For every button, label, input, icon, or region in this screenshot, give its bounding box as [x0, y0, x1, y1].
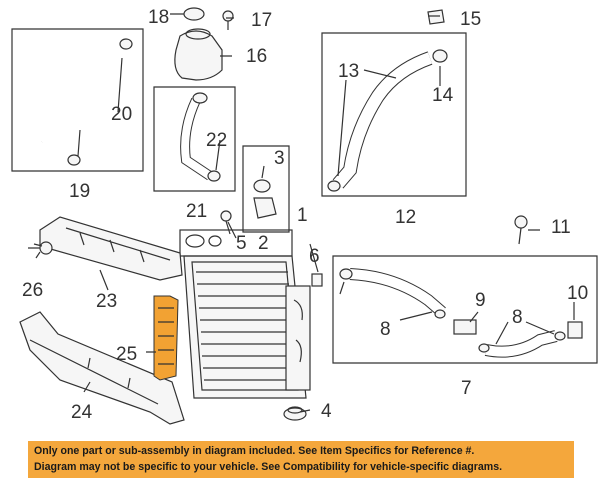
frame-group-7: [332, 255, 598, 364]
callout-23: 23: [96, 291, 117, 312]
lower-air-guide: [19, 311, 185, 425]
callout-1: 1: [297, 205, 308, 226]
callout-7: 7: [461, 378, 472, 399]
callout-24: 24: [71, 402, 93, 423]
callout-11: 11: [551, 217, 571, 238]
callout-14: 14: [432, 85, 454, 106]
bolt-11: [514, 215, 528, 245]
bolt-5: [220, 210, 232, 235]
callout-5: 5: [236, 233, 247, 254]
disclaimer-banner: Only one part or sub-assembly in diagram…: [28, 441, 574, 478]
callout-25: 25: [116, 344, 137, 365]
drain-plug-assembly: [253, 179, 277, 219]
callout-12: 12: [395, 207, 416, 228]
callout-13: 13: [338, 61, 359, 82]
callout-26: 26: [22, 280, 43, 301]
upper-air-guide: [39, 216, 183, 281]
callout-4: 4: [321, 401, 332, 422]
screw-17: [222, 10, 234, 30]
callout-8b: 8: [512, 307, 523, 328]
callout-17: 17: [251, 10, 272, 31]
radiator: [179, 229, 311, 399]
callout-20: 20: [111, 104, 132, 125]
part-6: [311, 273, 323, 287]
callout-9: 9: [475, 290, 486, 311]
callout-19: 19: [69, 181, 90, 202]
coolant-reservoir: [174, 28, 223, 81]
air-guard-highlight: [153, 295, 179, 381]
bypass-hose: [180, 92, 221, 182]
callout-6: 6: [309, 246, 320, 267]
disclaimer-line-1: Only one part or sub-assembly in diagram…: [34, 445, 475, 457]
bolt-26: [28, 241, 53, 255]
frame-group-19: [11, 28, 144, 172]
frame-group-2: [242, 145, 290, 233]
clip-15: [427, 9, 445, 25]
callout-2: 2: [258, 233, 269, 254]
callout-16: 16: [246, 46, 267, 67]
callout-10: 10: [567, 283, 588, 304]
callout-18: 18: [148, 7, 169, 28]
frame-group-21: [153, 86, 236, 192]
callout-3: 3: [274, 148, 285, 169]
reservoir-hose: [40, 38, 133, 166]
air-guard-part-25: [153, 295, 179, 381]
radiator-lower-plug: [283, 406, 307, 421]
callout-21: 21: [186, 201, 207, 222]
callout-15: 15: [460, 9, 481, 30]
disclaimer-line-2: Diagram may not be specific to your vehi…: [34, 460, 503, 473]
frame-group-12: [321, 32, 467, 197]
upper-radiator-hose: [327, 49, 448, 192]
callout-22: 22: [206, 130, 227, 151]
callout-8a: 8: [380, 319, 391, 340]
reservoir-cap: [183, 7, 205, 21]
lower-radiator-hose: [339, 268, 583, 358]
